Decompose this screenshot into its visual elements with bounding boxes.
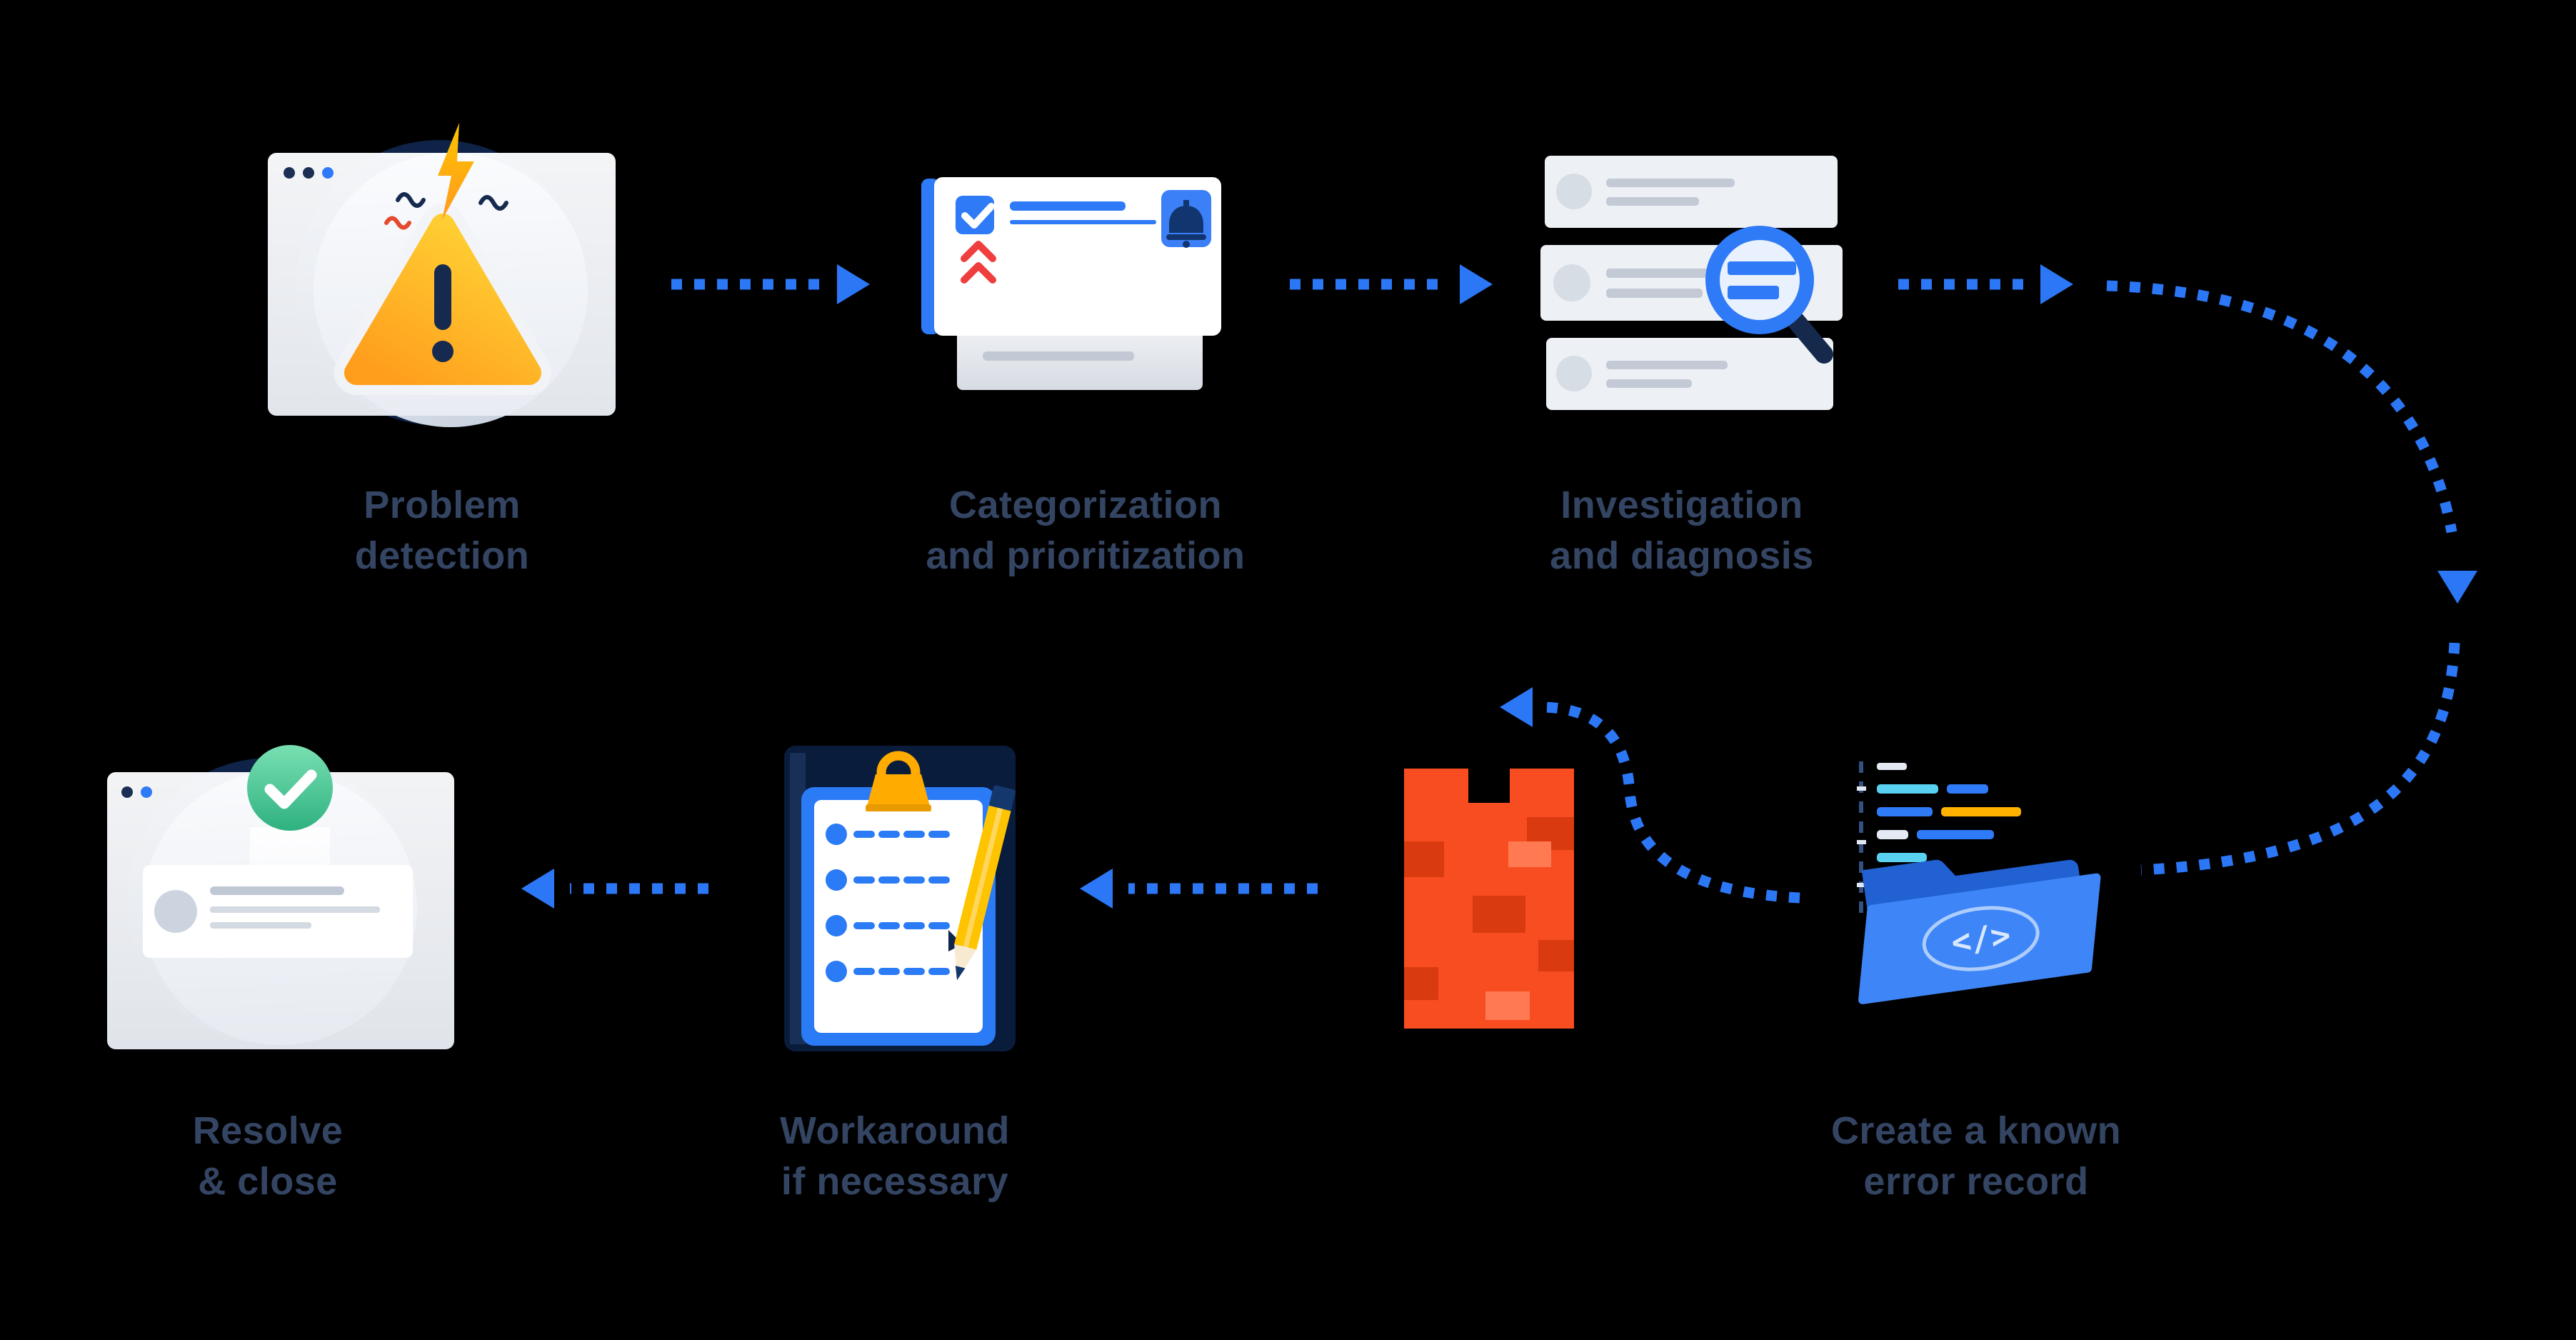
window-dot-icon bbox=[284, 167, 295, 179]
clipboard-checklist-icon bbox=[784, 746, 1016, 1051]
window-dot-icon bbox=[322, 167, 334, 179]
connector-workaround-to-resolve bbox=[521, 869, 708, 909]
arrow-left-icon bbox=[1080, 869, 1113, 909]
label-line: Categorization bbox=[948, 484, 1223, 526]
step-label-known-error-record: Create a known error record bbox=[1758, 1106, 2194, 1208]
step-label-investigation: Investigation and diagnosis bbox=[1464, 480, 1900, 582]
arrow-right-icon bbox=[2040, 264, 2073, 304]
lightning-bolt-icon bbox=[438, 123, 474, 220]
label-line: and diagnosis bbox=[1550, 534, 1814, 578]
connector-detection-to-categorization bbox=[671, 264, 870, 304]
step-label-problem-detection: Problem detection bbox=[264, 480, 621, 582]
label-line: Workaround bbox=[779, 1109, 1010, 1152]
window-dot-icon bbox=[141, 786, 152, 798]
magnifier-icon bbox=[1705, 226, 1814, 334]
arrow-left-icon bbox=[521, 869, 554, 909]
resolved-browser-icon bbox=[107, 745, 454, 1049]
ticket-card-icon bbox=[921, 177, 1221, 390]
ticket-card bbox=[934, 177, 1221, 336]
label-line: Problem bbox=[364, 484, 521, 526]
label-line: Create a known bbox=[1830, 1109, 2122, 1152]
label-line: Investigation bbox=[1560, 484, 1803, 526]
arrow-left-icon bbox=[1500, 687, 1533, 727]
arrow-down-icon bbox=[2437, 571, 2477, 604]
label-line: error record bbox=[1863, 1160, 2089, 1204]
clipboard-clip bbox=[866, 774, 931, 811]
folder-icon: </> bbox=[1858, 859, 2101, 1004]
alert-browser-icon bbox=[268, 123, 616, 427]
step-label-categorization: Categorization and prioritization bbox=[868, 480, 1303, 582]
pencil-icon bbox=[954, 785, 1016, 981]
alarm-bell-icon bbox=[1169, 206, 1203, 233]
label-line: and prioritization bbox=[926, 534, 1246, 578]
priority-chevron-icon bbox=[961, 262, 996, 284]
label-line: & close bbox=[198, 1160, 338, 1204]
result-row bbox=[1545, 156, 1838, 228]
checkmark-icon bbox=[264, 769, 317, 809]
connector-error-record-to-workaround bbox=[1080, 687, 1800, 909]
code-folder-icon: </> bbox=[1857, 761, 2101, 1004]
step-label-workaround: Workaround if necessary bbox=[677, 1106, 1113, 1208]
checkbox-icon bbox=[956, 196, 994, 234]
search-results-icon bbox=[1540, 156, 1843, 410]
priority-chevron-icon bbox=[961, 241, 996, 262]
window-dot-icon bbox=[121, 786, 133, 798]
step-label-resolve-close: Resolve & close bbox=[89, 1106, 446, 1208]
label-line: Resolve bbox=[192, 1109, 344, 1152]
brick-wall-icon bbox=[1404, 769, 1574, 1029]
success-badge-icon bbox=[247, 745, 333, 831]
label-line: detection bbox=[354, 534, 530, 578]
label-line: if necessary bbox=[781, 1160, 1009, 1204]
code-glyph: </> bbox=[1949, 916, 2013, 962]
connector-categorization-to-investigation bbox=[1290, 264, 1493, 304]
arrow-right-icon bbox=[1460, 264, 1493, 304]
result-row bbox=[1546, 338, 1833, 410]
connector-investigation-to-error-record bbox=[1898, 264, 2477, 876]
window-dot-icon bbox=[303, 167, 314, 179]
arrow-right-icon bbox=[837, 264, 870, 304]
